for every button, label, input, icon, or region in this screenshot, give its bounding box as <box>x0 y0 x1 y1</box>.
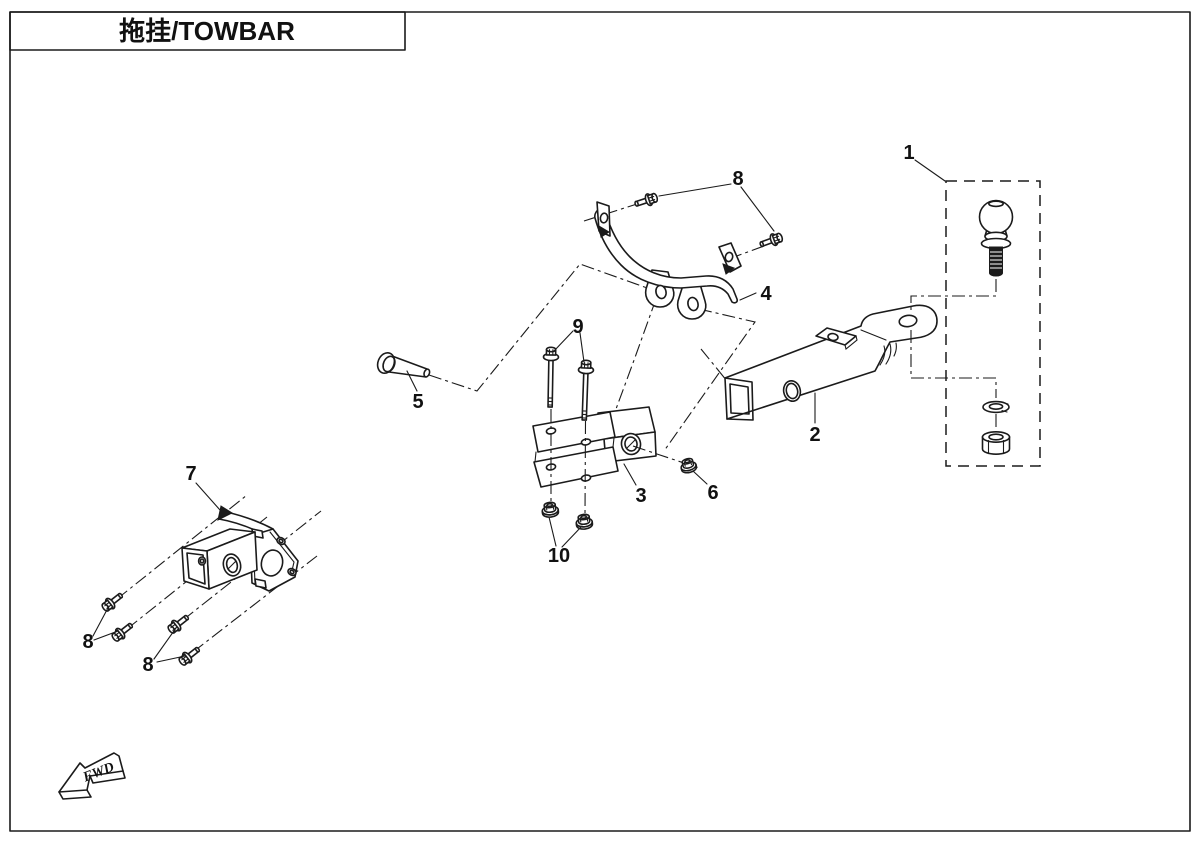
page-title: 拖挂/TOWBAR <box>119 16 295 46</box>
bolt-8-left-3 <box>165 611 193 637</box>
kit-dashed-box <box>945 180 1041 467</box>
callout-10: 10 <box>548 545 570 567</box>
callout-2: 2 <box>809 424 820 446</box>
fasteners <box>99 190 785 669</box>
hitch-ball <box>978 199 1014 235</box>
callout-3: 3 <box>635 485 646 507</box>
callout-8-left-upper: 8 <box>82 631 93 653</box>
callout-5: 5 <box>412 391 423 413</box>
fwd-arrow: FWD <box>58 752 126 800</box>
part-4-support-tube <box>594 201 742 320</box>
bolt-8-top-right <box>757 230 785 252</box>
bolt-8-left-1 <box>99 589 127 615</box>
callout-8-top: 8 <box>732 168 743 190</box>
part-3-mount-bracket <box>532 406 657 488</box>
bolt-9a <box>541 346 560 408</box>
callout-7: 7 <box>185 463 196 485</box>
ball-hole <box>898 314 918 328</box>
nut-6 <box>678 456 699 475</box>
leader-lines <box>92 159 946 663</box>
callout-1: 1 <box>903 142 914 164</box>
nut-10b <box>574 512 594 531</box>
callout-6: 6 <box>707 482 718 504</box>
plate-cutout <box>260 549 284 577</box>
callout-8-left-lower: 8 <box>142 654 153 676</box>
drawbar-body <box>724 304 938 420</box>
ball-stud <box>989 246 1003 277</box>
bracket-bottom-flange <box>533 446 619 488</box>
callout-labels: 1 2 3 4 5 6 7 8 8 8 9 10 <box>82 142 914 676</box>
bolt-8-left-2 <box>109 619 137 645</box>
callout-9: 9 <box>572 316 583 338</box>
part-5-hitch-pin <box>376 352 431 378</box>
bolt-8-left-4 <box>176 643 204 669</box>
tube-body <box>594 208 738 304</box>
page-border <box>9 11 1191 832</box>
part-2-drawbar <box>724 304 938 421</box>
bolt-8-top-left <box>632 190 660 211</box>
fwd-arrow-body <box>58 752 124 793</box>
part-7-receiver-socket <box>181 505 299 592</box>
part-1-hitch-ball-kit <box>910 180 1041 467</box>
bracket-top-flange <box>532 411 616 453</box>
bolt-9b <box>575 359 595 422</box>
socket-gusset <box>217 505 234 521</box>
callout-4: 4 <box>760 283 772 305</box>
title-box <box>9 11 406 51</box>
nut-10a <box>540 500 560 519</box>
